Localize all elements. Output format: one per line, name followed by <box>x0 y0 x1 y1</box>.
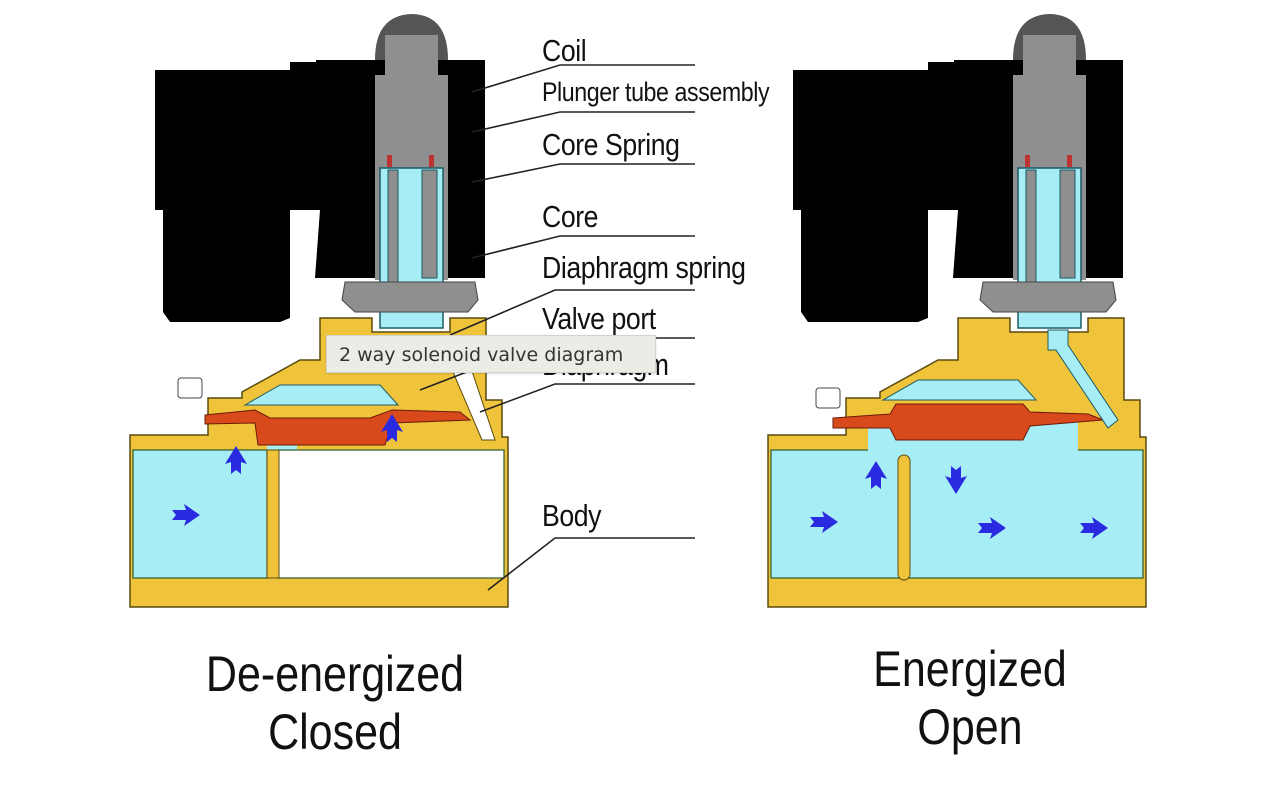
label-core: Core <box>542 199 599 234</box>
coil-assembly <box>154 13 486 329</box>
leader-coil <box>471 64 695 93</box>
vent-plug <box>815 387 841 409</box>
leader-plunger <box>471 111 695 133</box>
upper-chamber <box>243 384 400 406</box>
label-core-spring: Core Spring <box>542 127 680 162</box>
vent-plug <box>177 377 203 399</box>
label-plunger-tube-assembly: Plunger tube assembly <box>542 77 770 107</box>
image-tooltip: 2 way solenoid valve diagram <box>326 335 656 373</box>
caption-deenergized: De-energized Closed <box>176 645 494 761</box>
diaphragm <box>204 409 472 446</box>
upper-chamber <box>881 379 1038 401</box>
valve-closed <box>129 13 509 608</box>
leader-body <box>487 537 695 591</box>
divider-wall <box>897 454 911 581</box>
caption-left-line1: De-energized <box>205 646 465 702</box>
pilot-channel <box>1047 329 1119 429</box>
leader-diaphragm-spring <box>449 289 695 336</box>
caption-right-line1: Energized <box>873 641 1067 697</box>
label-body: Body <box>542 498 602 533</box>
divider-wall <box>266 449 280 579</box>
caption-right-line2: Open <box>917 699 1023 755</box>
inlet-fluid <box>132 449 268 579</box>
leader-diaphragm <box>479 383 695 413</box>
leader-core <box>471 235 695 259</box>
valve-open <box>767 13 1147 608</box>
leader-core-spring <box>471 163 695 183</box>
caption-left-line2: Closed <box>268 704 402 760</box>
coil-assembly <box>792 13 1124 329</box>
caption-energized: Energized Open <box>824 640 1116 756</box>
label-diaphragm-spring: Diaphragm spring <box>542 250 746 285</box>
outlet-empty <box>277 449 505 579</box>
label-valve-port: Valve port <box>542 301 656 336</box>
label-coil: Coil <box>542 33 587 68</box>
